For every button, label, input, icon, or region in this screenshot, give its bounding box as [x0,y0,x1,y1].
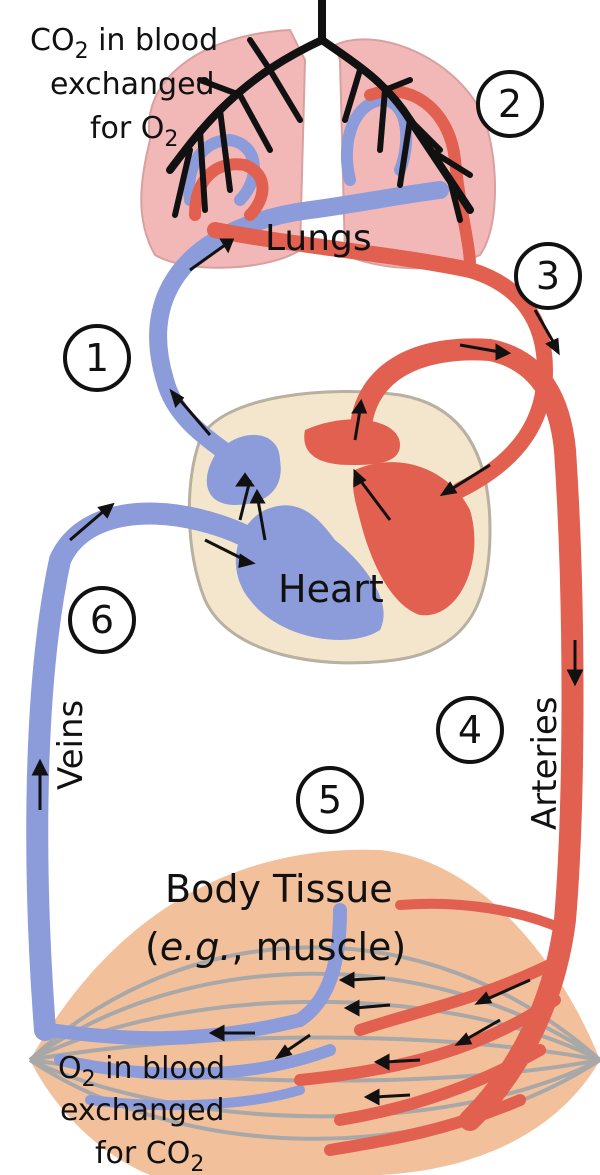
step-number: 1 [85,336,109,380]
co2-label-line2: exchanged [50,67,215,102]
step-badge-5: 5 [298,768,362,832]
step-badge-6: 6 [70,588,134,652]
arteries-label: Arteries [525,696,565,830]
step-number: 5 [318,778,342,822]
o2-label-line3: for CO2 [95,1136,204,1175]
body-tissue-label: Body Tissue [165,867,393,911]
arrow-tissue-6 [375,1095,410,1097]
step-badge-3: 3 [516,244,580,308]
lungs-label: Lungs [265,218,372,259]
step-badge-2: 2 [478,72,542,136]
step-number: 4 [458,708,482,752]
step-number: 2 [498,82,522,126]
arrow-tissue-1 [350,978,385,980]
step-number: 3 [536,254,560,298]
heart-label: Heart [278,567,384,611]
body-tissue-example: (e.g., muscle) [145,925,406,969]
step-badge-1: 1 [65,326,129,390]
arrow-tissue-5 [385,1060,420,1062]
co2-label-line1: CO2 in blood [30,23,218,64]
step-number: 6 [90,598,114,642]
o2-label-line2: exchanged [60,1093,225,1128]
step-badge-4: 4 [438,698,502,762]
veins-label: Veins [51,700,91,790]
